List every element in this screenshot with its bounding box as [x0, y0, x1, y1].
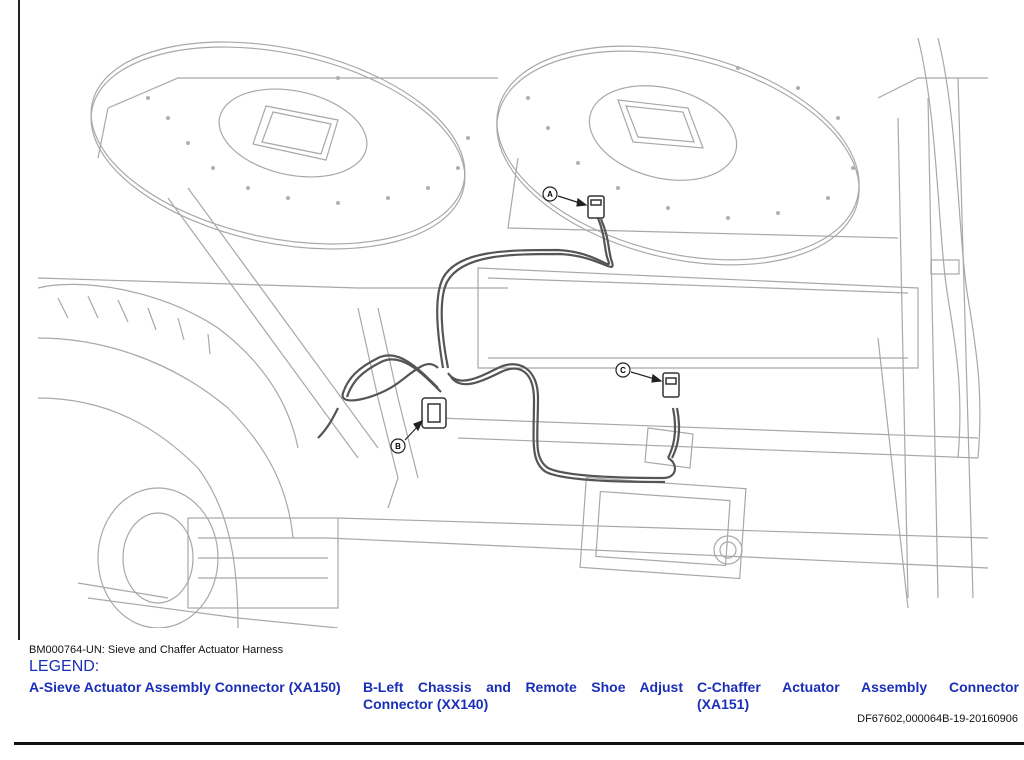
- callout-leaders: [404, 195, 663, 441]
- figure-caption: BM000764-UN: Sieve and Chaffer Actuator …: [29, 644, 284, 656]
- document-id: DF67602,000064B-19-20160906: [857, 713, 1018, 725]
- callout-a-circle: [542, 186, 558, 202]
- connectors: [421, 195, 680, 429]
- connector-c-body: [662, 372, 680, 398]
- callout-c-label: C: [620, 366, 626, 375]
- bolt-dots: [146, 66, 855, 220]
- callout-a-label: A: [547, 190, 553, 199]
- machine-frame-lines: [38, 38, 988, 628]
- harness-illustration: A B C: [38, 38, 988, 628]
- callout-b-label: B: [395, 442, 401, 451]
- bottom-rule: [14, 742, 1024, 745]
- harness-line-art: A B C: [38, 38, 988, 628]
- connector-b-latch: [427, 403, 441, 423]
- legend-title: LEGEND:: [29, 658, 100, 675]
- callout-b-circle: [390, 438, 406, 454]
- left-border-rule: [18, 0, 20, 640]
- callout-c-circle: [615, 362, 631, 378]
- legend-item-a: A-Sieve Actuator Assembly Connector (XA1…: [29, 679, 341, 695]
- legend-item-c: C-Chaffer Actuator Assembly Connector (X…: [697, 679, 1019, 712]
- legend-item-b: B-Left Chassis and Remote Shoe Adjust Co…: [363, 679, 683, 712]
- wiring-harness: [317, 217, 681, 484]
- callout-c: C: [615, 362, 631, 378]
- callout-a: A: [542, 186, 558, 202]
- connector-a-latch: [590, 199, 602, 206]
- callout-b: B: [390, 438, 406, 454]
- legend-list: A-Sieve Actuator Assembly Connector (XA1…: [29, 679, 1019, 713]
- connector-c-latch: [665, 377, 677, 385]
